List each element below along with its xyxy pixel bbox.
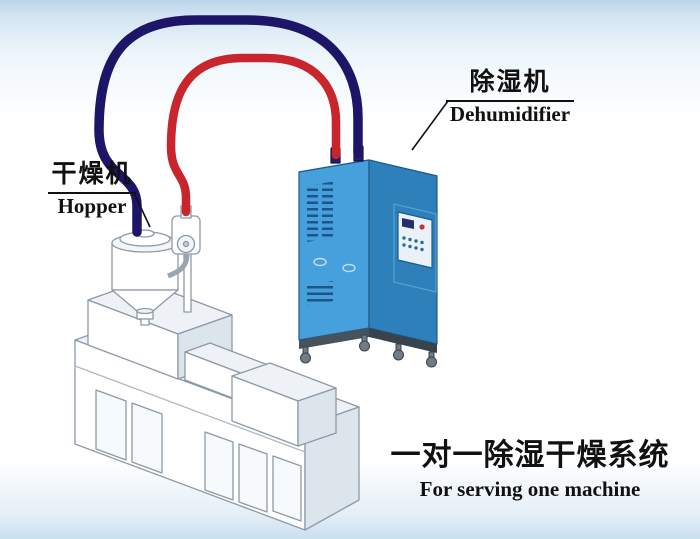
vent-grille [307, 281, 333, 306]
hopper-flange-rim [136, 307, 154, 315]
vent-grille [307, 184, 318, 242]
machine-right-block-side [297, 387, 337, 447]
dehumidifier-cabinet [298, 144, 438, 368]
hopper-dryer [111, 205, 201, 326]
hopper-label: 干燥机 Hopper [48, 160, 136, 218]
dehumidifier-label-cn: 除湿机 [469, 68, 551, 96]
dehumidifier-label: 除湿机 Dehumidifier [446, 68, 574, 126]
caption-en: For serving one machine [419, 477, 641, 501]
caption: 一对一除湿干燥系统 For serving one machine [380, 438, 680, 502]
hopper-label-underline [48, 191, 136, 194]
cabinet-base-side [369, 328, 437, 353]
dehumidifier-label-leader [411, 100, 449, 151]
pipe-navy [94, 15, 363, 237]
pipe-red [166, 53, 341, 217]
cabinet-base-front [299, 328, 369, 349]
panel-buttons [402, 236, 424, 252]
panel-power-button [419, 224, 425, 230]
caster-wheels [300, 334, 437, 368]
cabinet-badge [313, 257, 327, 267]
machine-door-panel [204, 431, 234, 501]
hopper-label-en: Hopper [57, 193, 127, 218]
machine-seam [74, 365, 306, 453]
hopper-neck [140, 318, 150, 326]
hopper-label-leader [133, 192, 151, 228]
machine-door-panel [95, 389, 127, 461]
vent-grille [322, 181, 333, 240]
dehumidifier-label-en: Dehumidifier [449, 101, 571, 126]
machine-door-panel [238, 443, 268, 513]
machine-door-panel [131, 402, 163, 474]
panel-inset [393, 203, 437, 293]
panel-display [402, 218, 414, 229]
caption-cn: 一对一除湿干燥系统 [390, 439, 670, 472]
dehumidifier-label-underline [446, 99, 574, 102]
blower-hose [167, 253, 190, 279]
hopper-label-cn: 干燥机 [51, 160, 133, 188]
machine-door-panel [272, 455, 302, 522]
cabinet-badge [342, 263, 356, 273]
blower-fan-hub [182, 240, 190, 248]
